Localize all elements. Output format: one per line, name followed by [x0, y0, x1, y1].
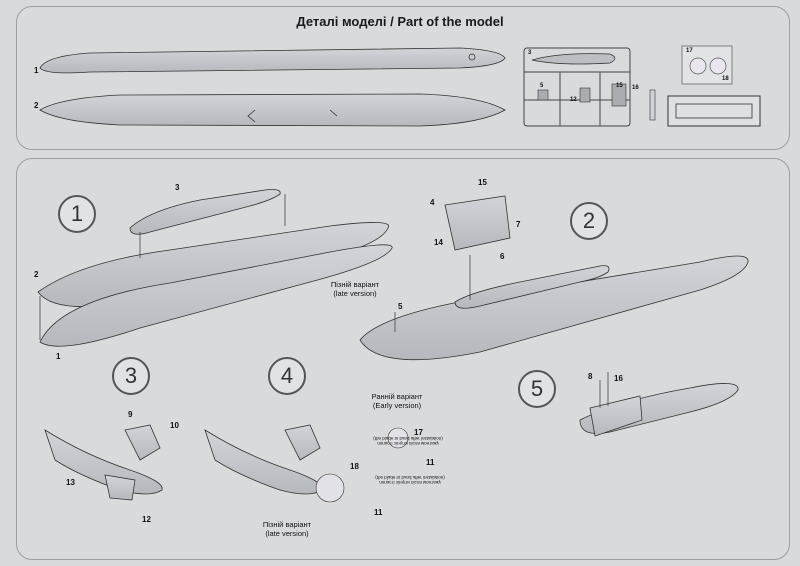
step1-sail-part-3: [129, 189, 281, 235]
step4-label-11-early: 11: [426, 458, 435, 467]
step-2-badge: 2: [570, 202, 608, 240]
step2-parts-stack: [444, 195, 511, 251]
step5-label-8: 8: [588, 372, 593, 381]
step2-label-4: 4: [430, 198, 435, 207]
propeller-early: [387, 427, 409, 449]
step-5-badge: 5: [518, 370, 556, 408]
step4-label-17: 17: [414, 428, 423, 437]
photoetch-label-18: 18: [722, 76, 729, 82]
step4-blade-note-early: лопасті зігнути після монтажу (the blade…: [373, 436, 443, 446]
step2-label-15: 15: [478, 178, 487, 187]
step2-hull: [359, 255, 749, 361]
hull-part-1: [39, 47, 506, 74]
sprue-label-11: 12: [570, 97, 577, 103]
step2-sail: [454, 265, 610, 309]
step4-early-version-caption: Ранній варіант (Early version): [371, 392, 423, 410]
sprue-label-3: 3: [528, 50, 532, 56]
step3-stern: [44, 429, 163, 495]
step5-sail: [589, 395, 643, 437]
sprue-label-5: 5: [540, 83, 544, 89]
sprue-label-14: 15: [616, 83, 623, 89]
step-3-badge: 3: [112, 357, 150, 395]
step5-label-16: 16: [614, 374, 623, 383]
step3-label-9: 9: [128, 410, 133, 419]
photoetch-label-17: 17: [686, 48, 693, 54]
step2-label-7: 7: [516, 220, 521, 229]
step2-late-version-caption: Пізній варіант (late version): [330, 280, 380, 298]
step2-label-5: 5: [398, 302, 403, 311]
sprue-frame: [523, 47, 631, 127]
step-4-badge: 4: [268, 357, 306, 395]
propeller-late: [315, 473, 345, 503]
step4-late-version-caption: Пізній варіант (late version): [262, 520, 312, 538]
step1-label-3: 3: [175, 183, 180, 192]
step4-blade-note-late: лопасті зігнути після монтажу (the blade…: [375, 475, 445, 485]
step4-fin: [284, 424, 321, 461]
step4-label-18: 18: [350, 462, 359, 471]
step4-label-11-late: 11: [374, 508, 383, 517]
step1-label-1: 1: [56, 352, 61, 361]
hull-label-1: 1: [34, 66, 39, 75]
step3-fin-12: [104, 474, 136, 501]
sprue-part-3: [531, 53, 616, 65]
step3-label-10: 10: [170, 421, 179, 430]
sprue-label-15: 16: [632, 85, 639, 91]
step1-hull-bottom: [39, 244, 393, 347]
step3-label-13: 13: [66, 478, 75, 487]
step2-label-14: 14: [434, 238, 443, 247]
parts-title: Деталі моделі / Part of the model: [296, 14, 504, 29]
step2-label-6: 6: [500, 252, 505, 261]
step-1-badge: 1: [58, 195, 96, 233]
step3-fin-9: [124, 424, 161, 461]
clear-part: [667, 95, 761, 127]
step1-label-2: 2: [34, 270, 39, 279]
hull-label-2: 2: [34, 101, 39, 110]
hull-part-2: [39, 93, 506, 127]
assembly-panel: [16, 158, 790, 560]
parts-panel: [16, 6, 790, 150]
step3-label-12: 12: [142, 515, 151, 524]
